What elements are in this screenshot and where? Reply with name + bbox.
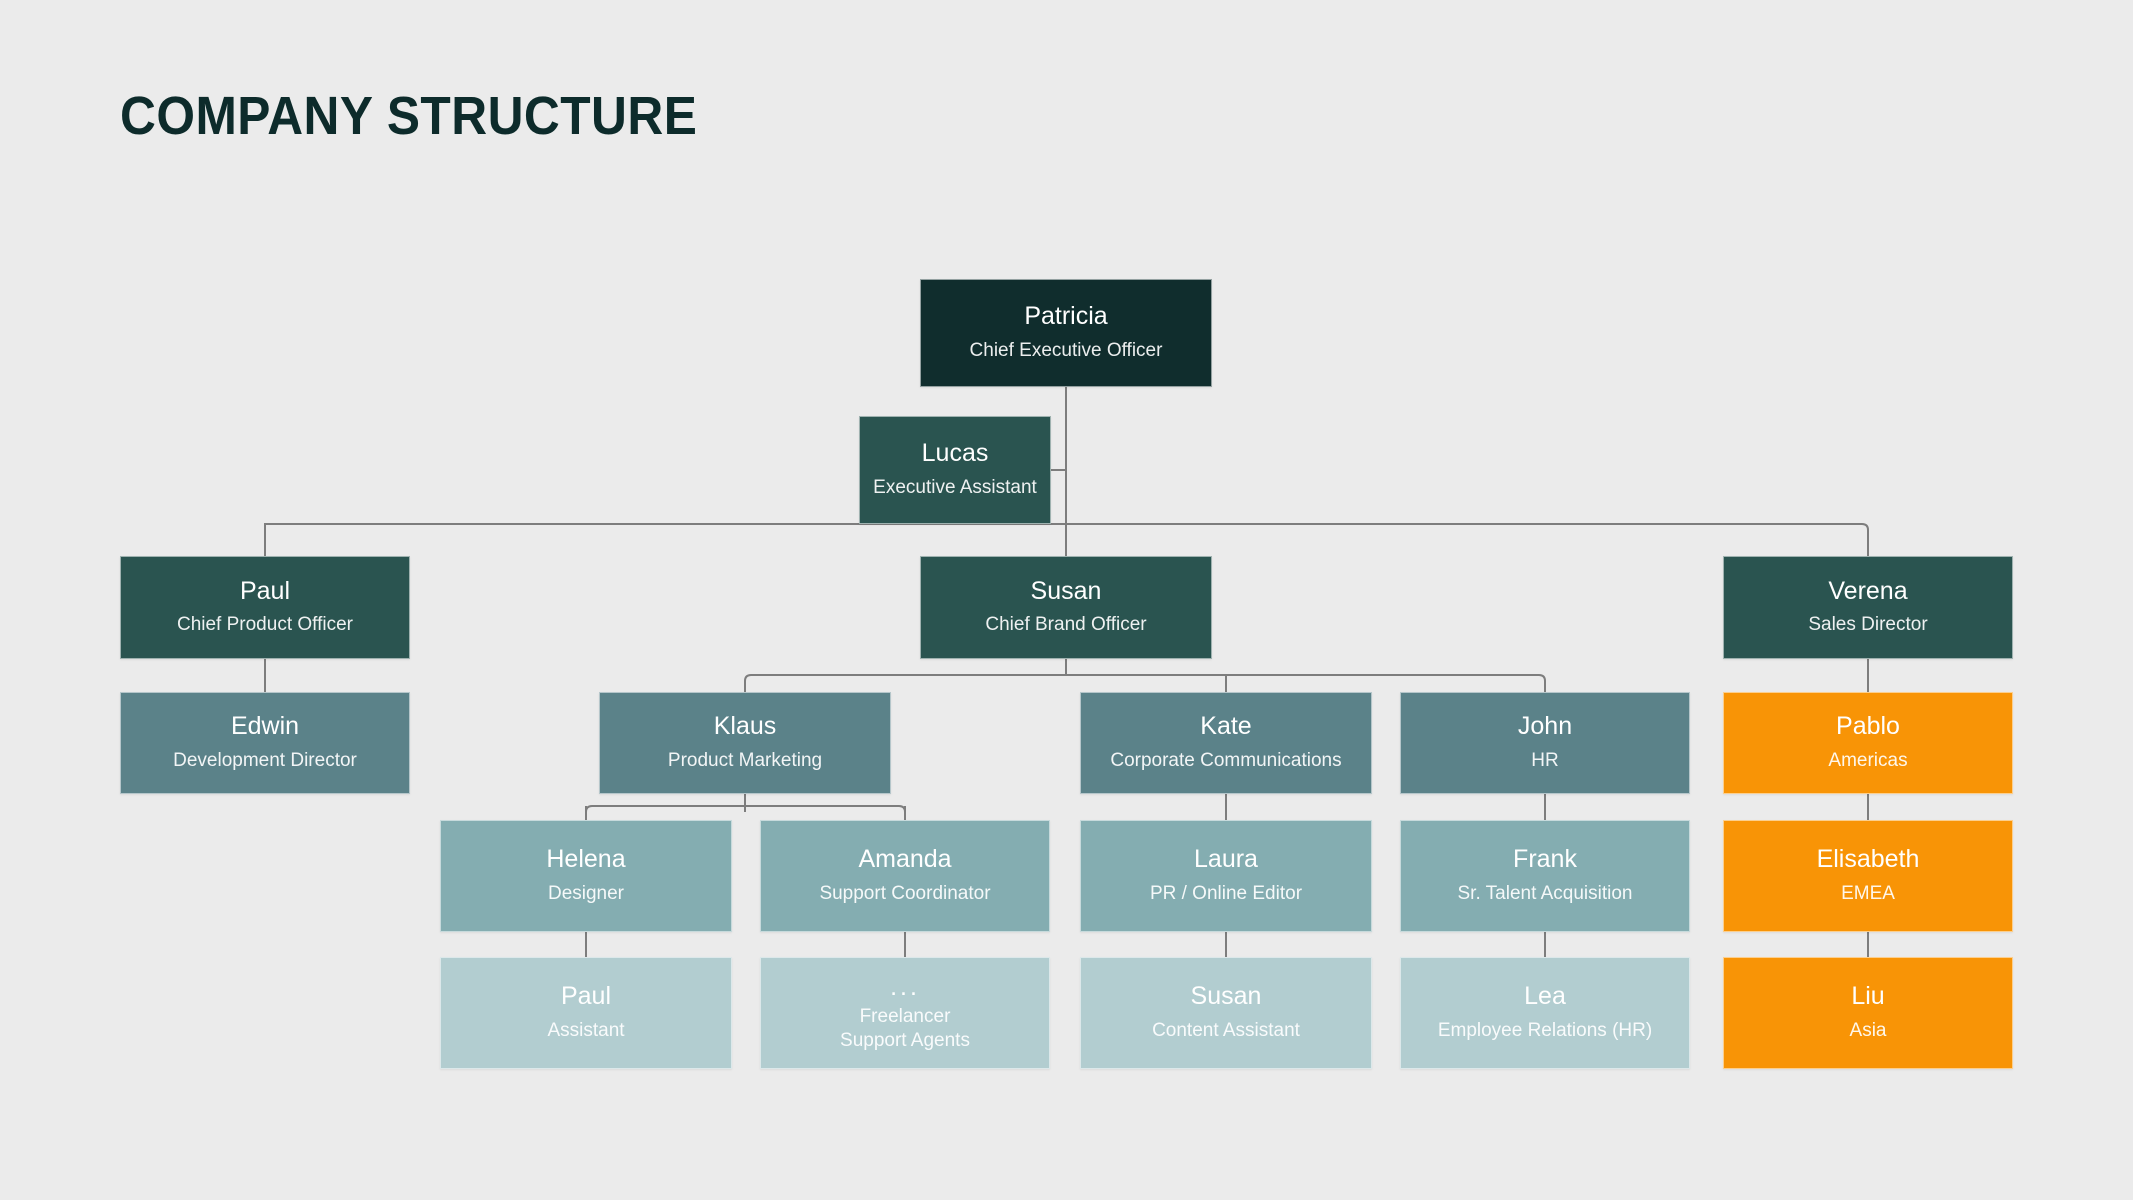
- node-role: Sr. Talent Acquisition: [1457, 882, 1633, 904]
- node-role: HR: [1531, 749, 1559, 771]
- node-edwin[interactable]: Edwin Development Director: [120, 692, 410, 794]
- node-paul-cpo[interactable]: Paul Chief Product Officer: [120, 556, 410, 659]
- node-name: Paul: [560, 982, 612, 1011]
- node-name: Susan: [1190, 982, 1262, 1011]
- node-helena[interactable]: Helena Designer: [440, 820, 732, 932]
- node-role: Executive Assistant: [873, 476, 1037, 498]
- node-verena[interactable]: Verena Sales Director: [1723, 556, 2013, 659]
- node-role: Chief Executive Officer: [969, 339, 1163, 361]
- node-elisabeth[interactable]: Elisabeth EMEA: [1723, 820, 2013, 932]
- node-role: PR / Online Editor: [1149, 882, 1303, 904]
- node-susan-cbo[interactable]: Susan Chief Brand Officer: [920, 556, 1212, 659]
- node-name: Patricia: [1024, 302, 1108, 331]
- node-role: EMEA: [1841, 882, 1895, 904]
- node-kate[interactable]: Kate Corporate Communications: [1080, 692, 1372, 794]
- node-amanda[interactable]: Amanda Support Coordinator: [760, 820, 1050, 932]
- node-john[interactable]: John HR: [1400, 692, 1690, 794]
- node-klaus[interactable]: Klaus Product Marketing: [599, 692, 891, 794]
- node-lucas[interactable]: Lucas Executive Assistant: [859, 416, 1051, 524]
- node-lea[interactable]: Lea Employee Relations (HR): [1400, 957, 1690, 1069]
- node-role-line2: Support Agents: [840, 1029, 970, 1051]
- node-role: Support Coordinator: [819, 882, 991, 904]
- node-role: Employee Relations (HR): [1437, 1019, 1653, 1041]
- node-name: Pablo: [1836, 712, 1900, 741]
- node-name: Verena: [1828, 576, 1908, 605]
- node-name: ...: [890, 972, 920, 1001]
- node-role: Assistant: [547, 1019, 625, 1041]
- node-laura[interactable]: Laura PR / Online Editor: [1080, 820, 1372, 932]
- node-name: Kate: [1200, 712, 1252, 741]
- node-role: Development Director: [173, 749, 357, 771]
- node-role: Asia: [1849, 1019, 1887, 1041]
- node-name: Liu: [1851, 982, 1885, 1011]
- node-role: Americas: [1828, 749, 1908, 771]
- edge-level1-bus: [264, 523, 1869, 556]
- node-name: Frank: [1513, 845, 1577, 874]
- node-role: Content Assistant: [1152, 1019, 1300, 1041]
- node-role: Freelancer: [859, 1006, 951, 1027]
- node-role: Sales Director: [1808, 614, 1928, 636]
- node-paul-assistant[interactable]: Paul Assistant: [440, 957, 732, 1069]
- node-name: John: [1517, 712, 1573, 741]
- node-name: Lucas: [921, 439, 989, 468]
- node-freelancer[interactable]: ... Freelancer Support Agents: [760, 957, 1050, 1069]
- node-name: Klaus: [713, 712, 777, 741]
- node-role: Corporate Communications: [1110, 749, 1342, 771]
- page-title: COMPANY STRUCTURE: [120, 86, 698, 146]
- node-name: Amanda: [858, 845, 952, 874]
- node-name: Susan: [1030, 576, 1102, 605]
- node-name: Paul: [239, 576, 291, 605]
- node-name: Helena: [546, 845, 626, 874]
- node-patricia[interactable]: Patricia Chief Executive Officer: [920, 279, 1212, 387]
- node-role: Product Marketing: [667, 749, 823, 771]
- node-name: Laura: [1194, 845, 1258, 874]
- node-name: Elisabeth: [1816, 845, 1920, 874]
- edge-susan-bus: [744, 674, 1546, 692]
- node-susan-content-assistant[interactable]: Susan Content Assistant: [1080, 957, 1372, 1069]
- node-role: Chief Product Officer: [176, 614, 353, 636]
- node-role: Designer: [547, 882, 625, 904]
- node-role: Chief Brand Officer: [985, 614, 1147, 636]
- node-liu[interactable]: Liu Asia: [1723, 957, 2013, 1069]
- node-name: Edwin: [230, 712, 300, 741]
- node-pablo[interactable]: Pablo Americas: [1723, 692, 2013, 794]
- edge-klaus-bus: [585, 805, 906, 818]
- node-frank[interactable]: Frank Sr. Talent Acquisition: [1400, 820, 1690, 932]
- node-name: Lea: [1524, 982, 1566, 1011]
